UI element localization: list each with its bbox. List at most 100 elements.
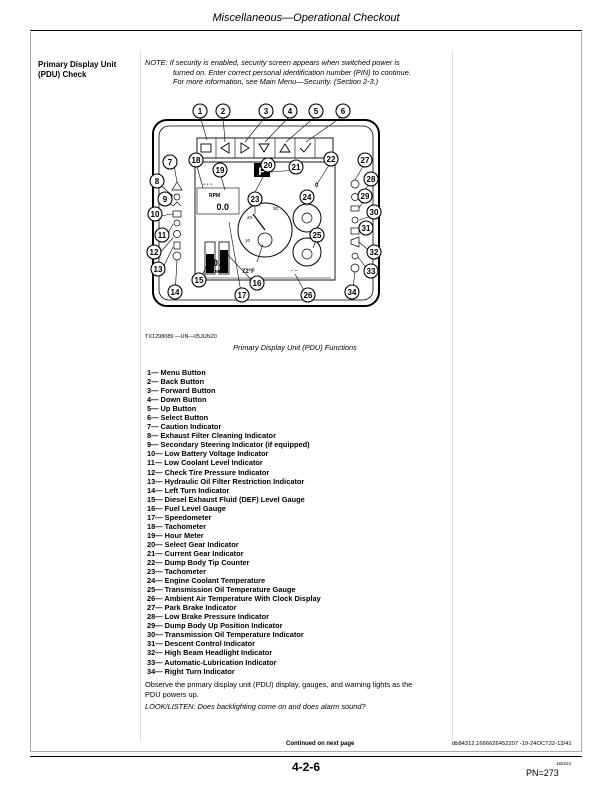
callout-number: 33: [367, 267, 376, 276]
down-icon: [258, 143, 270, 153]
legend-item: 2— Back Button: [147, 377, 205, 387]
callout-circle: [308, 103, 324, 119]
legend-item: 9— Secondary Steering Indicator (if equi…: [147, 440, 310, 450]
small-code: 162224: [556, 761, 572, 766]
callout-circle: [344, 284, 360, 300]
callout-circle: [149, 173, 165, 189]
legend-item: 25— Transmission Oil Temperature Gauge: [147, 585, 296, 595]
page-number: 4-2-6: [291, 760, 320, 774]
callout-circle: [154, 227, 170, 243]
legend-item: 21— Current Gear Indicator: [147, 548, 244, 558]
callout-circle: [249, 275, 265, 291]
callout-number: 27: [361, 156, 370, 165]
callout-number: 1: [198, 107, 203, 116]
legend-item: 16— Fuel Level Gauge: [147, 503, 226, 513]
trans-temp-gauge: [292, 237, 322, 267]
callout-circle: [215, 103, 231, 119]
legend-item: 29— Dump Body Up Position Indicator: [147, 621, 283, 631]
fuel-gauge: [218, 241, 230, 275]
legend-item: 28— Low Brake Pressure Indicator: [147, 612, 269, 622]
section-title: Primary Display Unit (PDU) Check: [38, 60, 138, 80]
trans-temp-gauge-inner: [301, 248, 313, 260]
callout-circle: [258, 103, 274, 119]
callout-number: 6: [341, 107, 346, 116]
legend-item: 4— Down Button: [147, 395, 207, 405]
button-dividers: [215, 138, 316, 158]
tach-tick-30: 30: [273, 206, 279, 211]
legend-item: 31— Descent Control Indicator: [147, 639, 256, 649]
menu-icon: [200, 143, 212, 153]
tire-icon: [173, 230, 181, 238]
callout-number: 34: [348, 288, 357, 297]
tip-count-readout: 0: [315, 183, 319, 189]
hyd-filter-icon: [173, 241, 181, 250]
legend-item: 20— Select Gear Indicator: [147, 539, 239, 549]
descent-icon: [350, 227, 360, 235]
callout-number: 26: [304, 291, 313, 300]
column-divider-right: [452, 52, 453, 742]
legend-item: 11— Low Coolant Level Indicator: [147, 458, 263, 468]
callout-circle: [323, 151, 339, 167]
callout-circle: [357, 188, 373, 204]
callout-number: 3: [264, 107, 269, 116]
callout-circle: [363, 263, 379, 279]
note-line3: For more information, see Main Menu—Secu…: [173, 77, 379, 86]
observe-line1: Observe the primary display unit (PDU) d…: [145, 680, 413, 689]
legend-item: 33— Automatic-Lubrication Indicator: [147, 657, 277, 667]
callout-number: 11: [158, 231, 167, 240]
legend-item: 23— Tachometer: [147, 567, 207, 577]
callout-circle: [188, 152, 204, 168]
pn-number: PN=273: [526, 768, 559, 778]
callout-number: 7: [168, 158, 173, 167]
callout-circle: [150, 261, 166, 277]
select-icon: [299, 142, 312, 153]
tachometer-dial: [237, 202, 293, 258]
callout-number: 12: [150, 248, 159, 257]
callout-leaders: [157, 115, 375, 299]
callout-number: 31: [362, 224, 371, 233]
def-gauge: [204, 241, 216, 275]
column-divider: [140, 52, 141, 742]
dash-readout: - - -: [203, 182, 212, 188]
right-turn-icon: [350, 263, 360, 273]
back-icon: [220, 142, 230, 154]
coolant-icon: [173, 219, 181, 227]
footer-rule-top: [30, 751, 582, 752]
callout-circle: [358, 220, 374, 236]
tach-tick-10: 10: [245, 238, 251, 243]
callout-number: 28: [367, 175, 376, 184]
look-listen-paragraph: LOOK/LISTEN: Does backlighting come on a…: [145, 702, 366, 711]
section-title-line2: (PDU) Check: [38, 70, 87, 79]
legend-item: 18— Tachometer: [147, 521, 207, 531]
hour-meter-box: [196, 187, 240, 215]
callout-number: 10: [151, 210, 160, 219]
battery-icon: [172, 210, 182, 218]
callout-circle: [357, 152, 373, 168]
temp-readout: 72°F: [242, 269, 255, 275]
running-header: Miscellaneous—Operational Checkout: [212, 12, 400, 24]
legend-item: 32— High Beam Headlight Indicator: [147, 648, 273, 658]
callout-circle: [366, 244, 382, 260]
legend-item: 1— Menu Button: [147, 368, 206, 377]
callout-number: 18: [192, 156, 201, 165]
security-note: NOTE: If security is enabled, security s…: [145, 58, 445, 87]
left-turn-icon: [172, 251, 182, 261]
legend-item: 10— Low Battery Voltage Indicator: [147, 449, 269, 459]
figure-id: TX1298089 —UN—05JUN20: [145, 334, 217, 340]
callout-circle: [162, 154, 178, 170]
callout-number: 4: [288, 107, 293, 116]
coolant-gauge-inner: [301, 212, 313, 224]
exhaust-filter-icon: [173, 193, 181, 201]
warning-indicator-icons: [171, 179, 360, 273]
callout-circle: [309, 227, 325, 243]
callout-number: 22: [327, 155, 336, 164]
callout-circle: [234, 287, 250, 303]
legend-item: 26— Ambient Air Temperature With Clock D…: [147, 594, 321, 604]
left-margin-line: [30, 32, 31, 752]
legend-item: 3— Forward Button: [147, 386, 216, 396]
right-margin-line: [581, 32, 582, 752]
legend-item: 27— Park Brake Indicator: [147, 603, 237, 613]
observe-paragraph: Observe the primary display unit (PDU) d…: [145, 680, 445, 699]
